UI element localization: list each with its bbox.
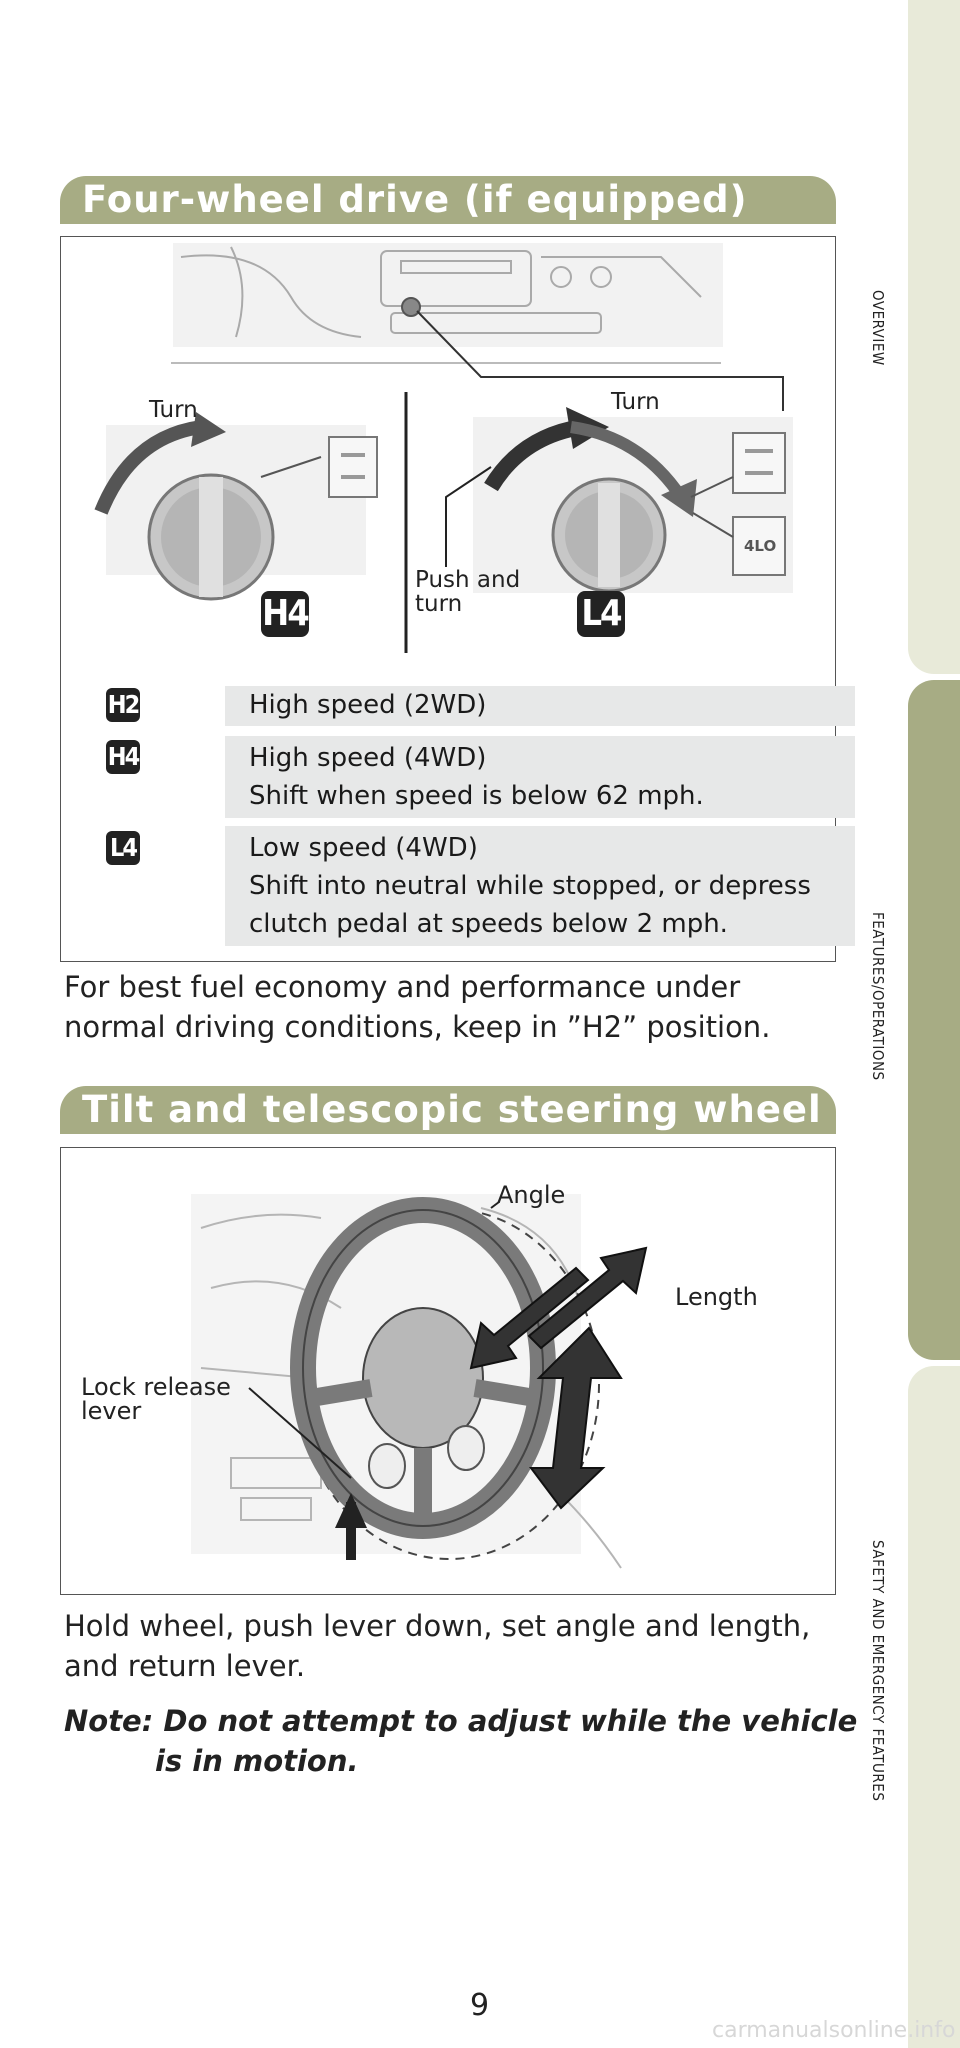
- mode-l4-line-2: Shift into neutral while stopped, or dep…: [249, 871, 811, 901]
- switch-label-4lo: 4LO: [744, 537, 777, 555]
- mode-row-h2: High speed (2WD): [225, 686, 855, 726]
- sidebar-tab-overview[interactable]: [908, 0, 960, 674]
- sidebar-tab-safety-emergency[interactable]: [908, 1366, 960, 2048]
- badge-h4-diagram: H4: [261, 591, 310, 637]
- dashboard-sketch: [171, 243, 723, 364]
- mode-badge-h2: H2: [106, 688, 140, 722]
- label-lock-release: Lock release: [81, 1373, 231, 1401]
- label-turn-left: Turn: [149, 397, 198, 423]
- mode-h2-line-1: High speed (2WD): [249, 690, 487, 720]
- angle-range-outline: [298, 1208, 600, 1560]
- mode-badge-h4: H4: [106, 740, 140, 774]
- callout-line: [416, 310, 784, 411]
- left-knob-panel: [94, 412, 378, 601]
- four-wheel-drive-illustration: [94, 243, 793, 653]
- steering-description-line-1: Hold wheel, push lever down, set angle a…: [64, 1609, 811, 1643]
- mode-l4-line-1: Low speed (4WD): [249, 833, 478, 863]
- page-number: 9: [470, 1988, 490, 2023]
- mode-row-l4: Low speed (4WD) Shift into neutral while…: [225, 826, 855, 946]
- label-push-and: Push and: [415, 567, 521, 593]
- section-header-steering: Tilt and telescopic steering wheel: [60, 1086, 836, 1134]
- label-length: Length: [675, 1283, 758, 1311]
- right-knob-panel: [445, 407, 793, 593]
- sidebar-tab-features-operations[interactable]: [908, 680, 960, 1360]
- badge-l4-diagram: L4: [577, 591, 625, 637]
- section-title: Tilt and telescopic steering wheel: [82, 1088, 822, 1131]
- mode-h4-line-1: High speed (4WD): [249, 743, 487, 773]
- section-header-four-wheel-drive: Four-wheel drive (if equipped): [60, 176, 836, 224]
- watermark: carmanualsonline.info: [712, 2018, 956, 2043]
- fwd-description-line-2: normal driving conditions, keep in ”H2” …: [64, 1010, 771, 1044]
- mode-badge-l4: L4: [106, 831, 140, 865]
- steering-note-line-2: is in motion.: [155, 1744, 359, 1778]
- switch-location-marker: [401, 297, 421, 317]
- steering-description-line-2: and return lever.: [64, 1649, 306, 1683]
- lock-release-callout: [248, 1387, 352, 1479]
- steering-wheel: [290, 1197, 556, 1539]
- steering-frame: Angle Length Lock release lever: [60, 1147, 836, 1595]
- adjustment-arrows: [469, 1246, 648, 1510]
- fwd-description-line-1: For best fuel economy and performance un…: [64, 970, 741, 1004]
- mode-row-h4: High speed (4WD) Shift when speed is bel…: [225, 736, 855, 818]
- steering-illustration: [191, 1194, 648, 1569]
- label-turn-right: Turn: [611, 389, 660, 415]
- mode-h4-line-2: Shift when speed is below 62 mph.: [249, 781, 704, 811]
- label-lever: lever: [81, 1397, 142, 1425]
- steering-note-line-1: Note: Do not attempt to adjust while the…: [64, 1704, 858, 1738]
- section-title: Four-wheel drive (if equipped): [82, 178, 748, 221]
- label-turn: turn: [415, 591, 463, 617]
- four-wheel-drive-frame: Turn Turn Push and turn 4LO H4 L4 H2 Hig…: [60, 236, 855, 962]
- mode-l4-line-3: clutch pedal at speeds below 2 mph.: [249, 909, 728, 939]
- label-angle: Angle: [497, 1181, 566, 1209]
